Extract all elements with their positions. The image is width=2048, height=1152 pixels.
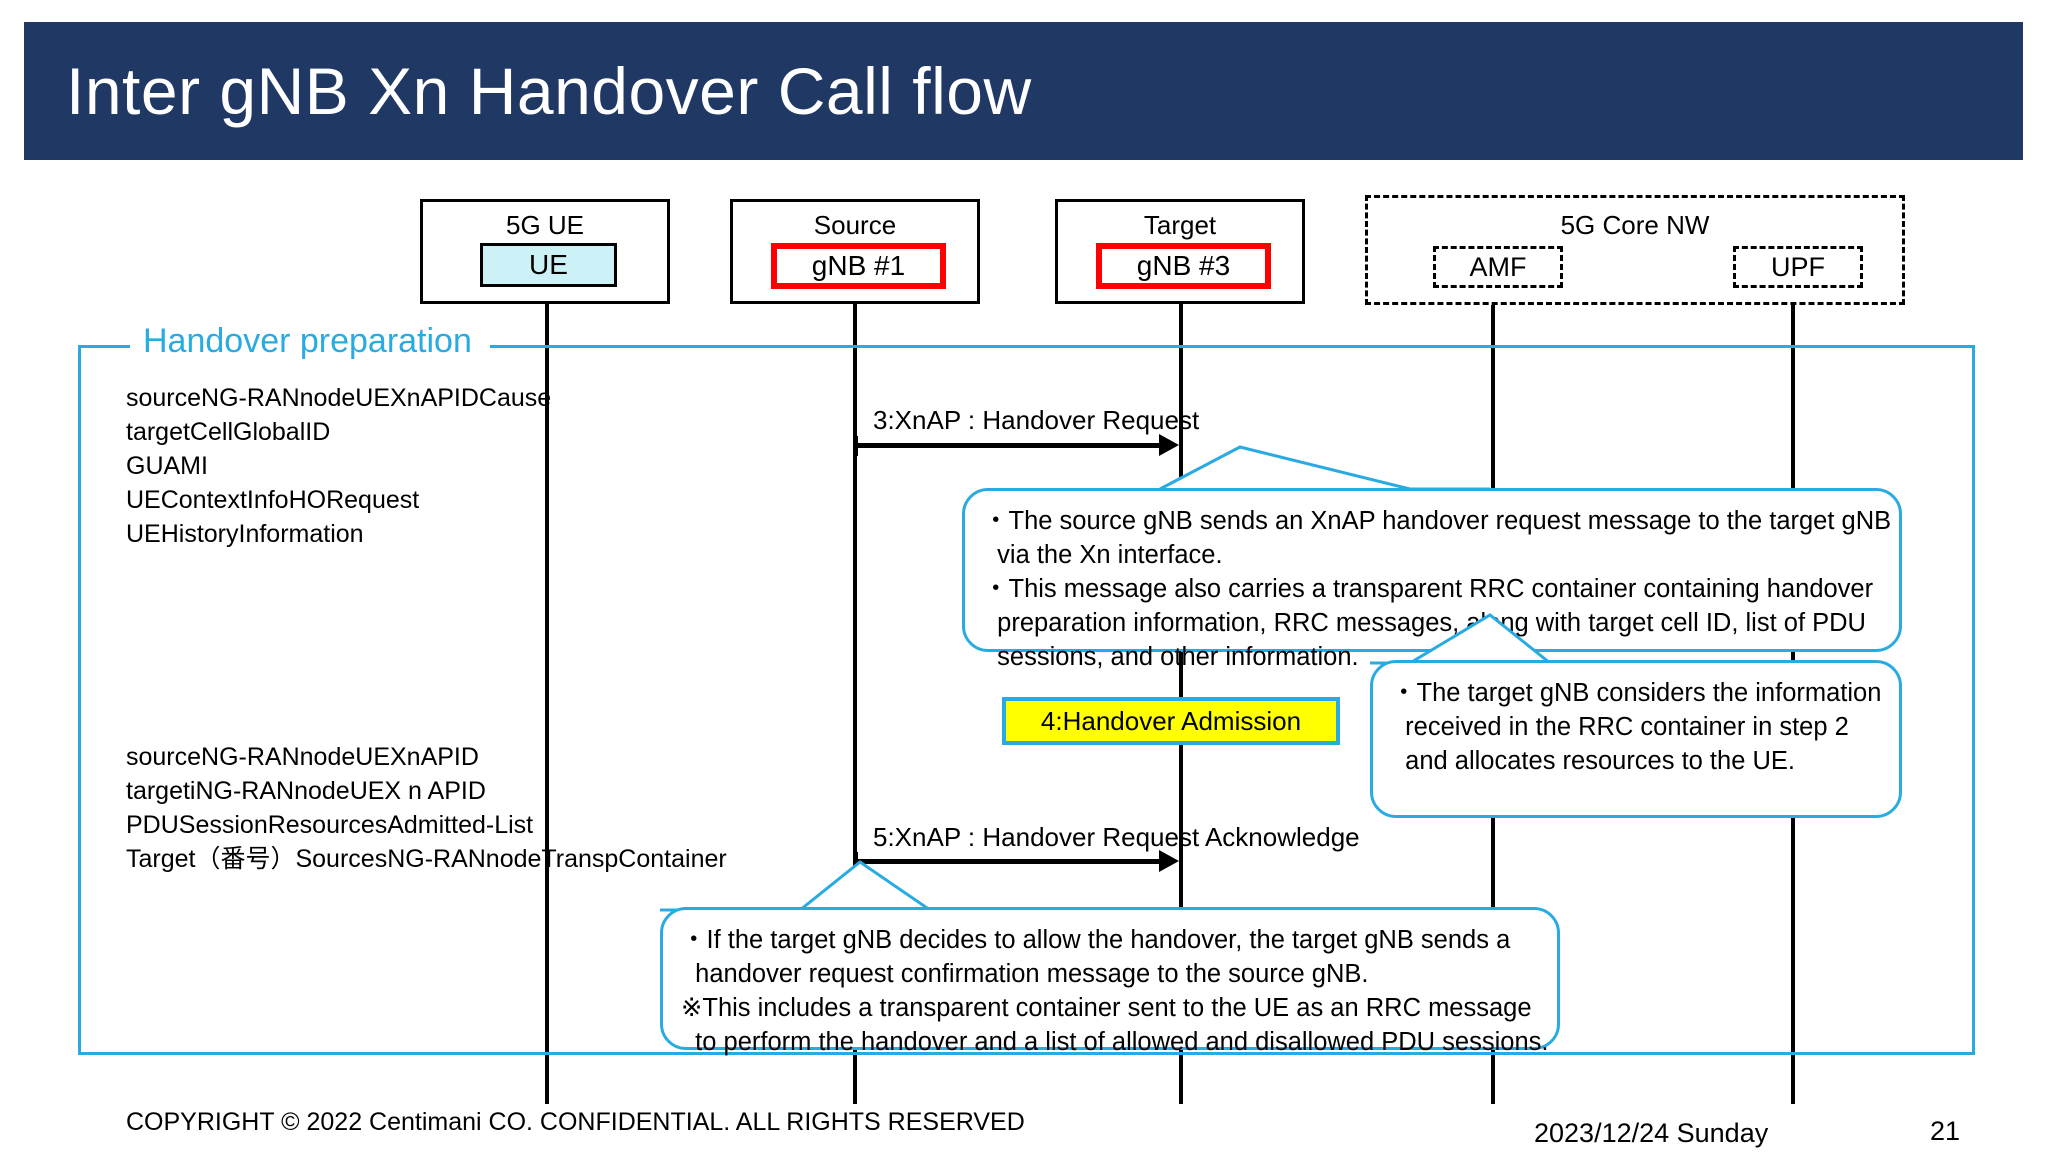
callout-tail-admission [1370, 613, 1690, 665]
core-network-box[interactable]: 5G Core NW AMF UPF [1365, 195, 1905, 305]
footer-date: 2023/12/24 Sunday [1534, 1118, 1769, 1148]
core-network-title: 5G Core NW [1560, 210, 1710, 240]
phase-frame-top-left-segment [78, 345, 130, 348]
action-box-handover-admission[interactable]: 4:Handover Admission [1002, 697, 1340, 745]
message-label-5-xnap-handover-request-ack: 5:XnAP : Handover Request Acknowledge [873, 822, 1360, 852]
footer-page-number: 21 [1930, 1116, 1961, 1146]
message-line-3 [853, 443, 1159, 448]
lifeline-ue [545, 268, 549, 1104]
callout-tail-ho-request [1159, 445, 1490, 491]
phase-frame-top-right-segment [490, 345, 1975, 348]
callout-tail-ho-ack [660, 860, 1080, 912]
page-title: Inter gNB Xn Handover Call flow [66, 54, 1032, 128]
message-label-3-xnap-handover-request: 3:XnAP : Handover Request [873, 405, 1200, 435]
callout-handover-request: ・The source gNB sends an XnAP handover r… [962, 488, 1902, 671]
lifeline-target [1179, 268, 1183, 1104]
actor-title-source: Source [813, 210, 897, 240]
actor-node-ue[interactable]: UE [480, 243, 617, 287]
actor-box-source[interactable]: Source gNB #1 [730, 199, 980, 304]
footer-copyright: COPYRIGHT © 2022 Centimani CO. CONFIDENT… [126, 1108, 1025, 1136]
actor-node-source-gnb1[interactable]: gNB #1 [771, 243, 946, 289]
actor-title-ue: 5G UE [505, 210, 585, 240]
actor-box-ue[interactable]: 5G UE UE [420, 199, 670, 304]
core-node-amf[interactable]: AMF [1433, 246, 1563, 288]
message-arrowhead-5 [1159, 850, 1179, 872]
message-arrowhead-3 [1159, 434, 1179, 456]
core-node-upf[interactable]: UPF [1733, 246, 1863, 288]
lifeline-source [853, 268, 857, 1104]
message-line-5 [853, 859, 1159, 864]
phase-label: Handover preparation [143, 322, 472, 360]
actor-node-target-gnb3[interactable]: gNB #3 [1096, 243, 1271, 289]
slide-title-bar: Inter gNB Xn Handover Call flow [24, 22, 2023, 160]
callout-handover-admission: ・The target gNB considers the informatio… [1370, 660, 1902, 818]
param-block-handover-request: sourceNG-RANnodeUEXnAPIDCause targetCell… [126, 384, 552, 548]
actor-box-target[interactable]: Target gNB #3 [1055, 199, 1305, 304]
param-block-handover-request-ack: sourceNG-RANnodeUEXnAPID targetiNG-RANno… [126, 743, 727, 873]
callout-handover-request-ack: ・If the target gNB decides to allow the … [660, 907, 1560, 1056]
actor-title-target: Target [1143, 210, 1217, 240]
